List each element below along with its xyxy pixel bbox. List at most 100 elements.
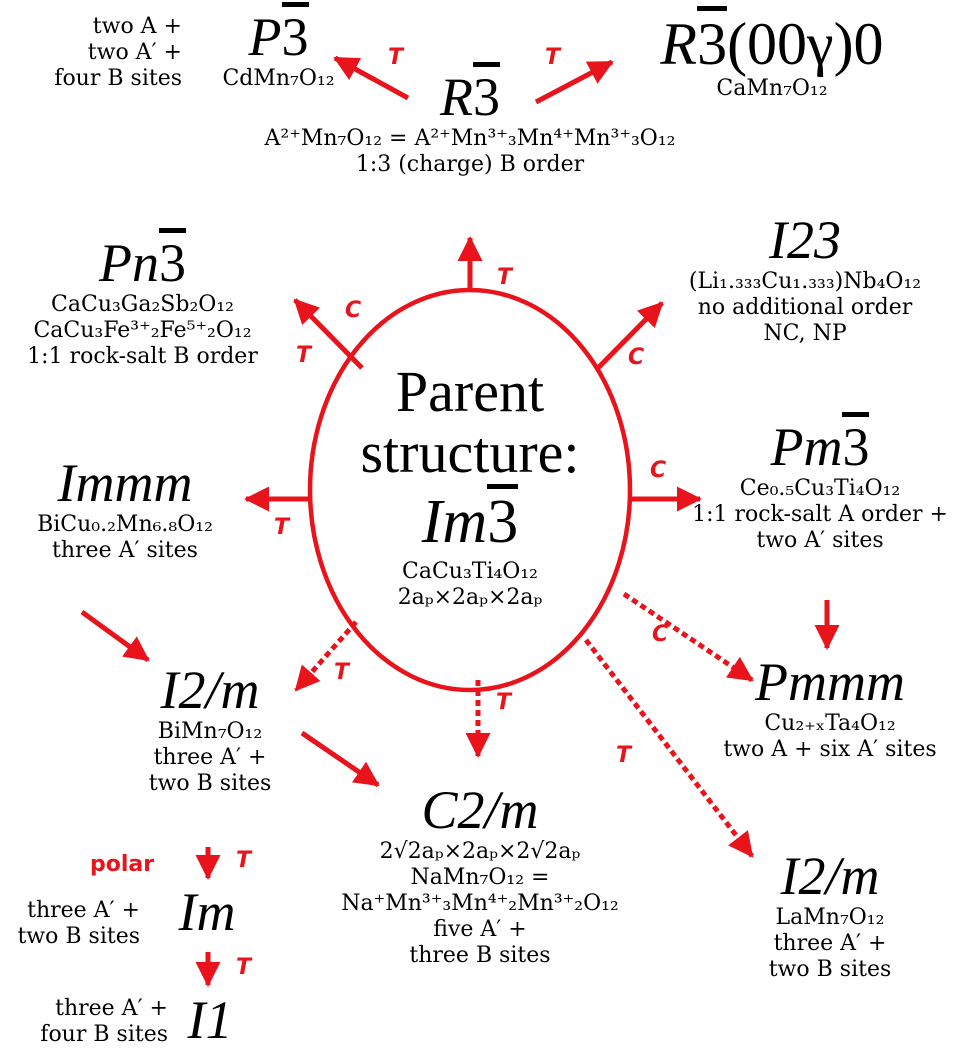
label-to-Pm3: C xyxy=(650,458,667,483)
P3-note-line: four B sites xyxy=(54,65,182,91)
I1-space-group: I1 xyxy=(187,990,233,1050)
label-to-I23: C xyxy=(628,345,645,370)
P3-formula: CdMn₇O₁₂ xyxy=(222,65,335,91)
label-R3-to-R3inc: T xyxy=(545,45,561,70)
Pm3-group-prefix: Pm xyxy=(770,417,843,477)
Immm-line: BiCu₀.₂Mn₆.₈O₁₂ xyxy=(37,511,213,537)
node-Pn3: Pn3 CaCu₃Ga₂Sb₂O₁₂ CaCu₃Fe³⁺₂Fe⁵⁺₂O₁₂ 1:… xyxy=(0,228,285,370)
Pm3-line: two A′ sites xyxy=(756,527,884,553)
Pm3-space-group: Pm3 xyxy=(670,412,970,476)
P3-note: two A + two A′ + four B sites xyxy=(30,14,182,92)
Pm3-line: Ce₀.₅Cu₃Ti₄O₁₂ xyxy=(739,475,901,501)
label-Im-to-I1: T xyxy=(236,955,252,980)
R3inc-group-bar: 3 xyxy=(697,6,728,76)
C2m-line: five A′ + xyxy=(433,916,527,942)
node-C2m: C2/m 2√2aₚ×2aₚ×2√2aₚ NaMn₇O₁₂ = Na⁺Mn³⁺₃… xyxy=(290,782,670,968)
Im-note-line: three A′ + xyxy=(27,898,140,923)
P3-space-group: P3 xyxy=(196,2,361,66)
parent-formula: CaCu₃Ti₄O₁₂ xyxy=(402,558,538,584)
I1-note: three A′ + four B sites xyxy=(8,996,168,1048)
label-to-Immm: T xyxy=(274,515,290,540)
node-Pmmm: Pmmm Cu₂₊ₓTa₄O₁₂ two A + six A′ sites xyxy=(720,654,940,763)
label-to-Pmmm: C xyxy=(652,622,669,647)
R3inc-space-group: R3(00γ)0 xyxy=(622,6,922,76)
Pn3-space-group: Pn3 xyxy=(0,228,285,292)
R3inc-formula: CaMn₇O₁₂ xyxy=(716,76,828,101)
label-to-Pn3-C: C xyxy=(345,298,362,323)
I2m-right-space-group: I2/m xyxy=(780,846,880,906)
Pn3-line: 1:1 rock-salt B order xyxy=(27,343,258,369)
I1-note-line: four B sites xyxy=(40,1021,168,1047)
Pn3-group-prefix: Pn xyxy=(99,233,159,293)
node-I2m-left: I2/m BiMn₇O₁₂ three A′ + two B sites xyxy=(100,662,320,797)
R3-order: 1:3 (charge) B order xyxy=(355,151,585,177)
Pmmm-line: two A + six A′ sites xyxy=(723,736,937,762)
parent-structure: Parent structure: Im3 CaCu₃Ti₄O₁₂ 2aₚ×2a… xyxy=(318,359,622,611)
Pn3-line: CaCu₃Ga₂Sb₂O₁₂ xyxy=(51,291,234,317)
polar-label: polar xyxy=(90,852,155,877)
Immm-line: three A′ sites xyxy=(52,537,198,563)
arrow-to-I23 xyxy=(596,301,664,370)
I23-space-group: I23 xyxy=(769,210,841,270)
I2m-right-line: two B sites xyxy=(768,956,892,982)
node-Immm: Immm BiCu₀.₂Mn₆.₈O₁₂ three A′ sites xyxy=(5,455,245,564)
parent-group-bar: 3 xyxy=(487,483,519,553)
arrow-to-I2m-dashed xyxy=(294,620,358,692)
P3-note-line: two A + xyxy=(92,14,182,39)
node-Im: Im xyxy=(152,884,262,941)
C2m-line: 2√2aₚ×2aₚ×2√2aₚ xyxy=(379,838,581,864)
I2m-left-space-group: I2/m xyxy=(160,660,260,720)
arrow-I2m-to-C2m xyxy=(300,730,380,788)
node-P3: P3 CdMn₇O₁₂ xyxy=(196,2,361,92)
label-to-I2m-right: T xyxy=(616,743,632,768)
R3-space-group: R3 xyxy=(190,62,750,126)
node-I1: I1 xyxy=(160,992,260,1049)
label-to-Pn3-T: T xyxy=(296,343,312,368)
I2m-right-line: LaMn₇O₁₂ xyxy=(775,904,885,930)
node-Pm3: Pm3 Ce₀.₅Cu₃Ti₄O₁₂ 1:1 rock-salt A order… xyxy=(670,412,970,554)
parent-group-prefix: Im xyxy=(421,487,488,556)
C2m-line: Na⁺Mn³⁺₃Mn⁴⁺₂Mn³⁺₂O₁₂ xyxy=(341,890,619,916)
label-to-I2m-left: T xyxy=(334,660,350,685)
label-to-R3: T xyxy=(497,265,513,290)
Pmmm-line: Cu₂₊ₓTa₄O₁₂ xyxy=(764,710,896,736)
Pn3-line: CaCu₃Fe³⁺₂Fe⁵⁺₂O₁₂ xyxy=(33,317,252,343)
P3-note-line: two A′ + xyxy=(87,39,182,65)
I2m-left-line: three A′ + xyxy=(153,744,267,770)
parent-title-line2: structure: xyxy=(360,419,580,485)
I2m-right-line: three A′ + xyxy=(773,930,887,956)
C2m-line: three B sites xyxy=(409,942,551,968)
Im-note: three A′ + two B sites xyxy=(8,898,140,950)
R3-group-prefix: R xyxy=(440,67,473,127)
node-R3inc: R3(00γ)0 CaMn₇O₁₂ xyxy=(622,6,922,102)
Pn3-group-bar: 3 xyxy=(159,228,186,292)
arrow-to-Pmmm-dashed xyxy=(622,591,754,683)
Immm-space-group: Immm xyxy=(57,453,193,513)
Im-space-group: Im xyxy=(178,882,236,942)
label-I2m-to-Im: T xyxy=(236,848,252,873)
arrow-R3-to-P3 xyxy=(333,55,410,101)
C2m-line: NaMn₇O₁₂ = xyxy=(410,864,550,890)
label-to-C2m: T xyxy=(496,690,512,715)
I23-line: NC, NP xyxy=(763,320,847,346)
arrow-R3-to-R3inc xyxy=(534,59,614,105)
R3inc-group-suffix: (00γ)0 xyxy=(727,11,884,77)
Pm3-group-bar: 3 xyxy=(842,412,870,476)
I2m-left-line: two B sites xyxy=(148,770,272,796)
P3-group-bar: 3 xyxy=(281,2,309,66)
Pmmm-space-group: Pmmm xyxy=(755,652,905,712)
Im-note-line: two B sites xyxy=(17,923,140,949)
label-R3-to-P3: T xyxy=(388,45,404,70)
parent-space-group: Im3 xyxy=(318,483,622,556)
parent-title-line1: Parent xyxy=(395,359,545,424)
arrow-to-Pn3 xyxy=(293,298,364,370)
node-I2m-right: I2/m LaMn₇O₁₂ three A′ + two B sites xyxy=(720,848,940,983)
I23-line: no additional order xyxy=(697,294,913,320)
Pm3-line: 1:1 rock-salt A order + xyxy=(692,501,948,527)
R3-group-bar: 3 xyxy=(473,62,500,126)
node-I23: I23 (Li₁.₃₃₃Cu₁.₃₃₃)Nb₄O₁₂ no additional… xyxy=(640,212,970,347)
arrow-Immm-to-I2m xyxy=(80,609,150,663)
parent-cell: 2aₚ×2aₚ×2aₚ xyxy=(397,584,543,610)
